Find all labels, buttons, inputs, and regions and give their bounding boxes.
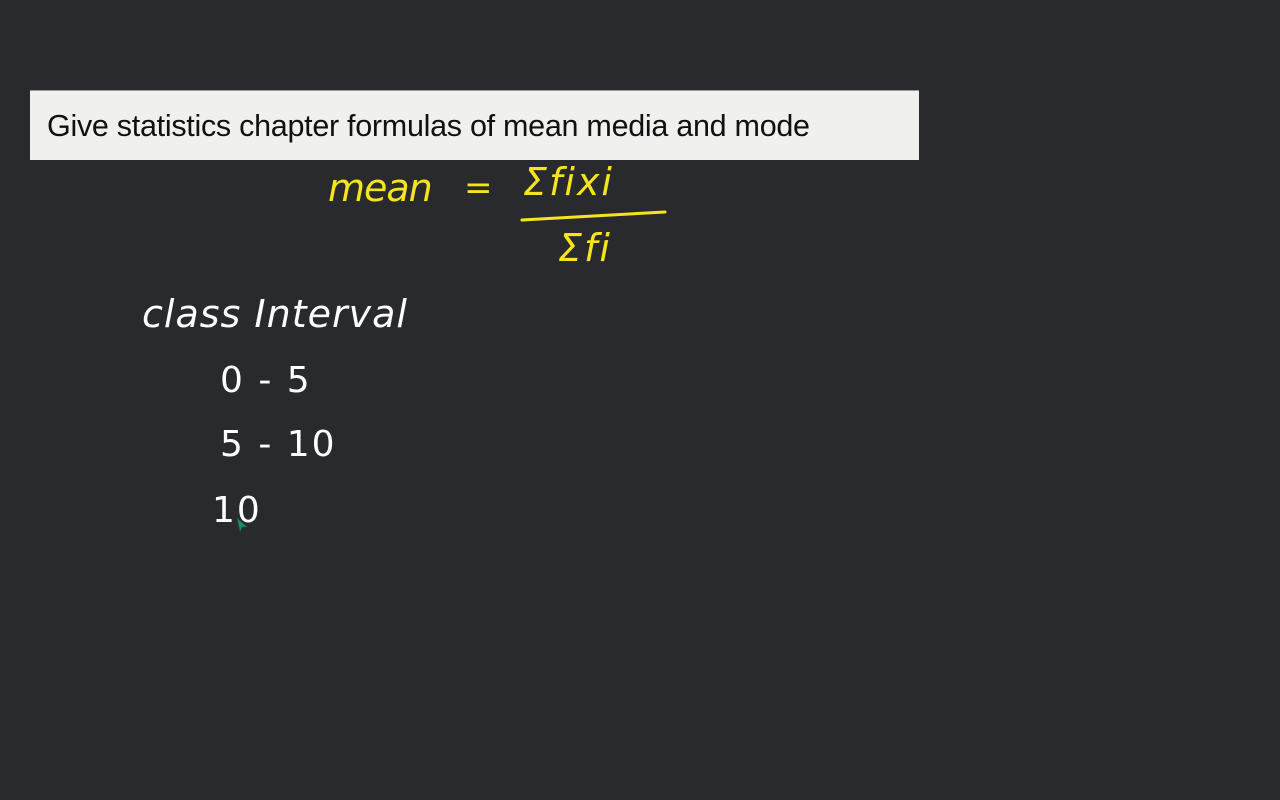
table-row-1: 0 - 5 xyxy=(220,360,312,401)
formula-lhs: mean xyxy=(328,166,433,210)
table-row-3: 10 xyxy=(212,490,262,531)
pen-cursor-icon xyxy=(236,517,248,533)
formula-numerator: Σfixi xyxy=(523,160,614,204)
table-header: class Interval xyxy=(142,292,408,336)
question-banner: Give statistics chapter formulas of mean… xyxy=(30,90,919,160)
formula-denominator: Σfi xyxy=(558,226,612,270)
question-text: Give statistics chapter formulas of mean… xyxy=(47,107,810,143)
table-row-2: 5 - 10 xyxy=(220,424,337,465)
formula-equals: = xyxy=(464,168,493,208)
fraction-bar xyxy=(520,210,667,222)
